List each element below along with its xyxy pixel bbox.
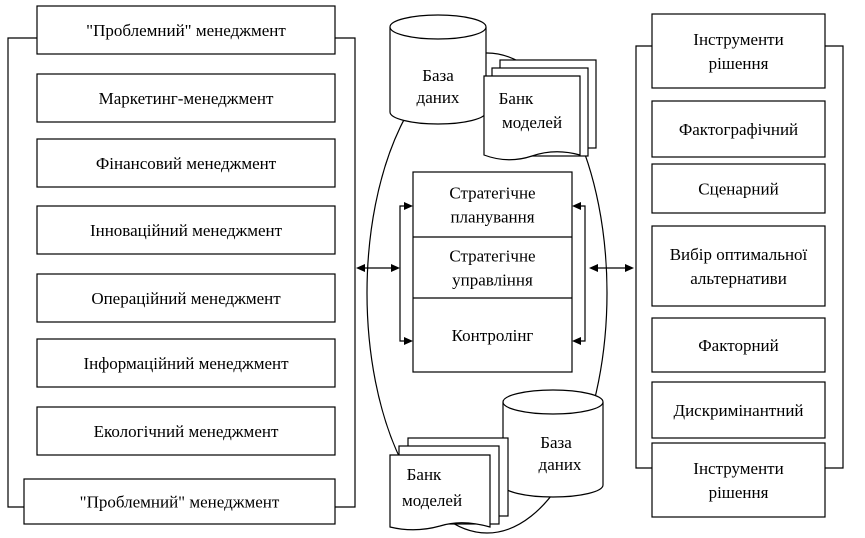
right-connector-arrowhead-left <box>589 264 598 272</box>
left-box-3: Фінансовий менеджмент <box>36 138 336 188</box>
model-bank-bottom: Банк моделей <box>389 437 509 531</box>
right-box-4: Вибір оптимальної альтернативи <box>651 225 826 307</box>
left-box-5-label-1: Операційний менеджмент <box>91 289 281 308</box>
right-box-7-label-1: Інструменти <box>693 459 783 478</box>
center-box-2: Стратегічне управління <box>449 247 535 290</box>
right-box-2-label-1: Фактографічний <box>679 120 798 139</box>
left-box-8-label-1: "Проблемний" менеджмент <box>80 493 280 512</box>
database-bottom-label-1: База <box>540 433 572 452</box>
center-box-2-label-1: Стратегічне <box>449 247 535 266</box>
rail-left-arrow-bottom <box>404 337 413 345</box>
right-box-4-label-2: альтернативи <box>690 269 787 288</box>
right-bracket-right <box>825 45 844 469</box>
center-box-1-label-1: Стратегічне <box>449 184 535 203</box>
right-box-1: Інструменти рішення <box>651 13 826 89</box>
left-connector-arrowhead-left <box>356 264 365 272</box>
center-box-1: Стратегічне планування <box>449 184 535 227</box>
right-box-6-label-1: Дискримінантний <box>673 401 803 420</box>
left-box-2: Маркетинг-менеджмент <box>36 73 336 123</box>
center-left-rail <box>399 205 410 342</box>
rail-left-arrow-top <box>404 202 413 210</box>
left-box-4-label-1: Інноваційний менеджмент <box>90 221 283 240</box>
model-bank-bottom-label-2: моделей <box>402 491 462 510</box>
central-ellipse <box>366 52 608 534</box>
right-box-3-label-1: Сценарний <box>698 180 778 199</box>
right-box-7: Інструменти рішення <box>651 442 826 518</box>
left-bracket <box>7 37 37 508</box>
center-box-1-label-2: планування <box>450 208 534 227</box>
model-bank-top: Банк моделей <box>483 59 597 161</box>
left-box-2-label-1: Маркетинг-менеджмент <box>99 89 274 108</box>
left-box-7: Екологічний менеджмент <box>36 406 336 456</box>
left-box-7-label-1: Екологічний менеджмент <box>94 422 279 441</box>
left-box-3-label-1: Фінансовий менеджмент <box>96 154 277 173</box>
right-connector-arrowhead-right <box>625 264 634 272</box>
right-box-6: Дискримінантний <box>651 381 826 439</box>
model-bank-bottom-label-1: Банк <box>407 465 442 484</box>
right-box-4-label-1: Вибір оптимальної <box>670 245 808 264</box>
center-right-rail <box>575 205 586 342</box>
left-box-1-label-1: "Проблемний" менеджмент <box>86 21 286 40</box>
left-box-5: Операційний менеджмент <box>36 273 336 323</box>
center-box-3-label-1: Контролінг <box>452 326 534 345</box>
database-top-label-2: даних <box>417 88 460 107</box>
left-bracket-right <box>335 37 356 508</box>
right-box-2: Фактографічний <box>651 100 826 158</box>
database-top: База даних <box>389 14 487 125</box>
right-box-1-label-1: Інструменти <box>693 30 783 49</box>
left-box-8: "Проблемний" менеджмент <box>23 478 336 525</box>
right-box-7-label-2: рішення <box>709 483 769 502</box>
right-box-1-label-2: рішення <box>709 54 769 73</box>
left-box-4: Інноваційний менеджмент <box>36 205 336 255</box>
left-box-1: "Проблемний" менеджмент <box>36 5 336 55</box>
left-box-6-label-1: Інформаційний менеджмент <box>83 354 289 373</box>
rail-right-arrow-top <box>572 202 581 210</box>
left-box-6: Інформаційний менеджмент <box>36 338 336 388</box>
model-bank-top-label-1: Банк <box>499 89 534 108</box>
rail-right-arrow-bottom <box>572 337 581 345</box>
database-bottom: База даних <box>502 389 604 498</box>
right-box-3: Сценарний <box>651 163 826 214</box>
center-stack <box>412 171 573 373</box>
left-connector-arrowhead-right <box>391 264 400 272</box>
center-box-3: Контролінг <box>452 326 534 345</box>
database-top-label-1: База <box>422 66 454 85</box>
right-box-5-label-1: Факторний <box>698 336 779 355</box>
right-box-5: Факторний <box>651 317 826 373</box>
database-bottom-label-2: даних <box>539 455 582 474</box>
center-box-2-label-2: управління <box>452 271 533 290</box>
model-bank-top-label-2: моделей <box>502 113 562 132</box>
right-bracket-left <box>635 45 652 469</box>
